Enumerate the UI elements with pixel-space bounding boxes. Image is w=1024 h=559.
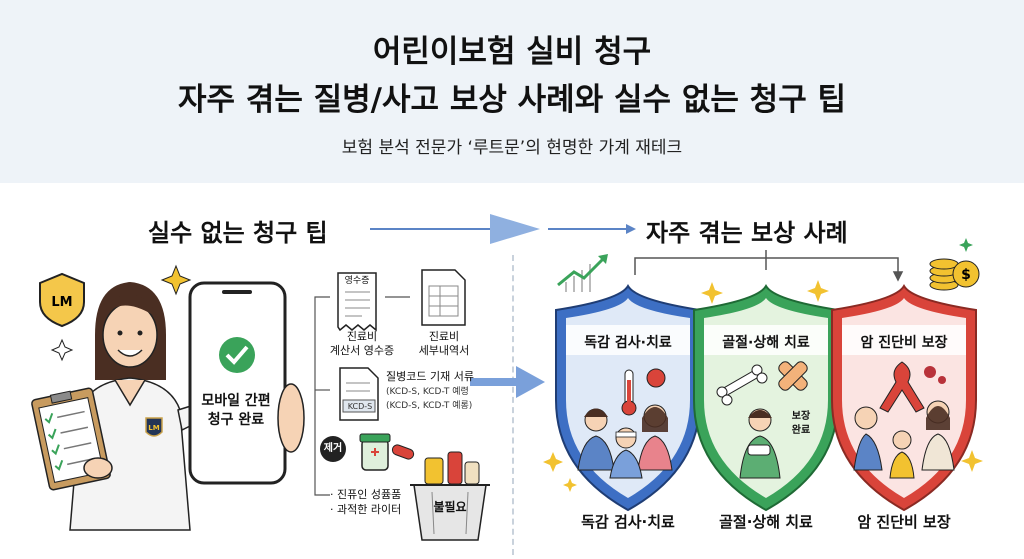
phone-label-1: 모바일 간편 (201, 393, 271, 409)
subtitle: 보험 분석 전문가 ‘루트문’의 현명한 가계 재테크 (341, 138, 683, 158)
center-divider (512, 255, 514, 555)
shield-flu (555, 283, 701, 512)
heading-arrow-1 (370, 214, 540, 244)
section-heading-cases: 자주 겪는 보상 사례 (646, 219, 848, 247)
bottom-label-fracture: 골절·상해 치료 (719, 513, 813, 531)
mobile-phone-illustration (188, 281, 305, 485)
lm-shield-icon: LM (39, 272, 85, 328)
doc-connector-lines (314, 296, 410, 496)
disease-code-document-icon (339, 367, 379, 421)
kcd-title: 질병코드 기재 서류 (386, 370, 474, 383)
bin-label: 불필요 (433, 500, 467, 514)
svg-text:LM: LM (51, 295, 72, 310)
shield-flu-title: 독감 검사·치료 (584, 335, 672, 351)
title-line-1: 어린이보험 실비 청구 (372, 34, 652, 70)
receipt-icon (337, 272, 377, 332)
phone-label-2: 청구 완료 (207, 412, 265, 428)
kcd-note-2: (KCD-S, KCD-T 예롱) (386, 401, 473, 411)
svg-text:LM: LM (148, 424, 159, 432)
bone-icon (716, 364, 768, 406)
coverage-badge-2: 완료 (791, 425, 811, 436)
remove-badge-label: 제거 (323, 443, 343, 454)
svg-text:$: $ (961, 267, 971, 283)
kcd-tag: KCD-S (347, 402, 373, 411)
detail-label-2: 세부내역서 (418, 344, 470, 357)
heading-arrow-2 (548, 224, 636, 234)
header-banner: 어린이보험 실비 청구 자주 겪는 질병/사고 보상 사례와 실수 없는 청구 … (0, 0, 1024, 183)
kcd-note-1: (KCD-S, KCD-T 예령 (386, 387, 469, 397)
bracket-connector (634, 250, 904, 282)
shield-fracture (693, 283, 839, 512)
sparkle-icon (50, 264, 192, 362)
bandage-icon (778, 361, 808, 391)
coins-icon: $ (929, 258, 980, 291)
excluded-item-2: · 과적한 라이터 (330, 503, 402, 516)
shield-cancer-title: 암 진단비 보장 (860, 335, 948, 351)
phone-claim-text: 모바일 간편 청구 완료 (196, 392, 276, 430)
bottom-label-flu: 독감 검사·치료 (581, 513, 675, 531)
receipt-tag: 영수증 (344, 276, 370, 286)
shield-cancer (831, 283, 977, 512)
title-line-2: 자주 겪는 질병/사고 보상 사례와 실수 없는 청구 팁 (177, 82, 847, 118)
bottom-label-cancer: 암 진단비 보장 (857, 513, 951, 531)
detail-label-1: 진료비 (428, 330, 460, 343)
excluded-item-1: · 진퓨인 성퓸품 (330, 488, 402, 501)
itemized-bill-icon (421, 269, 466, 326)
receipt-label-2: 계산서 영수증 (329, 344, 395, 357)
pill-icon (391, 444, 415, 460)
supplement-jar-icon (359, 433, 391, 471)
section-heading-tips: 실수 없는 청구 팁 (148, 219, 328, 247)
shield-fracture-title: 골절·상해 치료 (722, 335, 810, 351)
growth-chart-icon (557, 254, 608, 292)
coverage-badge-1: 보장 (791, 411, 811, 422)
receipt-label-1: 진료비 (346, 330, 378, 343)
sparkle-icon (543, 238, 983, 492)
remove-badge (320, 436, 346, 462)
flow-arrow (470, 366, 545, 398)
trash-bin-icon (410, 451, 490, 541)
